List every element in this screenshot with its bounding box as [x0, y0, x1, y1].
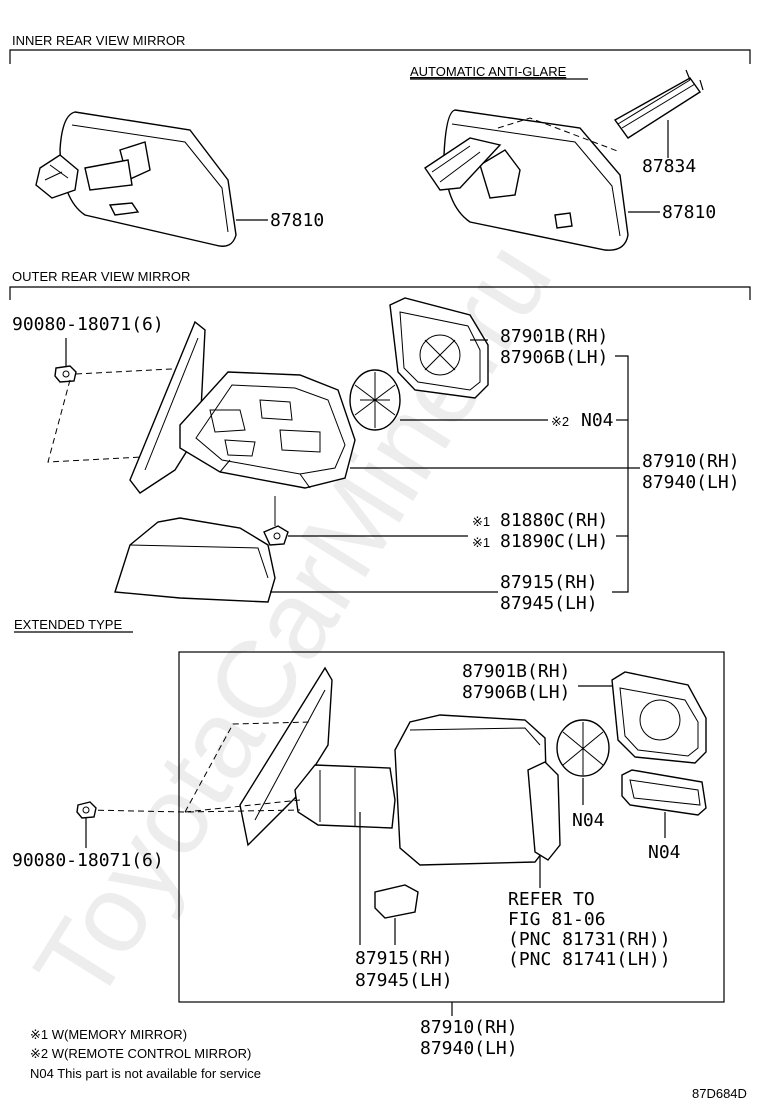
dash-90080-a	[47, 367, 191, 463]
dash-87834	[497, 117, 621, 153]
part-n04-a: N04	[581, 410, 614, 431]
refer-line-3: (PNC 81731(RH))	[508, 929, 671, 950]
part-n04-c: N04	[648, 842, 681, 863]
note-3: N04 This part is not available for servi…	[30, 1066, 261, 1081]
part-87910-b: 87910(RH)	[420, 1017, 518, 1038]
part-87940-b: 87940(LH)	[420, 1038, 518, 1059]
mark-81880c: ※1	[472, 514, 490, 529]
part-87810-a: 87810	[270, 210, 324, 231]
part-90080-b: 90080-18071(6)	[12, 850, 164, 871]
part-87940-a: 87940(LH)	[642, 472, 740, 493]
section-inner-bracket	[9, 49, 751, 64]
part-87945-a: 87945(LH)	[500, 593, 598, 614]
mark-81890c: ※1	[472, 535, 490, 550]
refer-line-2: FIG 81-06	[508, 909, 606, 930]
part-87901b-a: 87901B(RH)	[500, 326, 608, 347]
part-87906b-a: 87906B(LH)	[500, 347, 608, 368]
inner-mirror-standard-drawing	[35, 111, 237, 247]
section-inner-title: INNER REAR VIEW MIRROR	[12, 33, 185, 48]
section-outer-title: OUTER REAR VIEW MIRROR	[12, 269, 190, 284]
part-87915-b: 87915(RH)	[355, 948, 453, 969]
bolt-90080-b	[76, 801, 97, 819]
note-2: ※2 W(REMOTE CONTROL MIRROR)	[30, 1046, 251, 1061]
refer-line-1: REFER TO	[508, 889, 595, 910]
section-extended-title: EXTENDED TYPE	[14, 617, 122, 632]
section-outer-bracket	[9, 286, 751, 300]
bracket-outer	[612, 355, 629, 593]
part-81880c: 81880C(RH)	[500, 510, 608, 531]
part-87901b-b: 87901B(RH)	[462, 661, 570, 682]
part-81890c: 81890C(LH)	[500, 531, 608, 552]
part-87945-b: 87945(LH)	[355, 970, 453, 991]
note-1: ※1 W(MEMORY MIRROR)	[30, 1027, 187, 1042]
part-87810-b: 87810	[662, 202, 716, 223]
section-auto-anti-glare-title: AUTOMATIC ANTI-GLARE	[410, 64, 567, 79]
inner-mirror-auto-drawing	[424, 69, 704, 251]
part-90080-a: 90080-18071(6)	[12, 314, 164, 335]
part-n04-b: N04	[572, 810, 605, 831]
part-87910-a: 87910(RH)	[642, 451, 740, 472]
refer-line-4: (PNC 81741(LH))	[508, 949, 671, 970]
part-87915-a: 87915(RH)	[500, 572, 598, 593]
extended-mirror-drawing	[239, 666, 707, 919]
part-87906b-b: 87906B(LH)	[462, 682, 570, 703]
outer-mirror-drawing	[114, 297, 489, 603]
bolt-90080-a	[54, 365, 77, 383]
part-87834: 87834	[642, 156, 696, 177]
mark-n04-a: ※2	[551, 414, 569, 429]
dash-90080-b	[87, 721, 311, 813]
diagram-code: 87D684D	[692, 1086, 747, 1101]
